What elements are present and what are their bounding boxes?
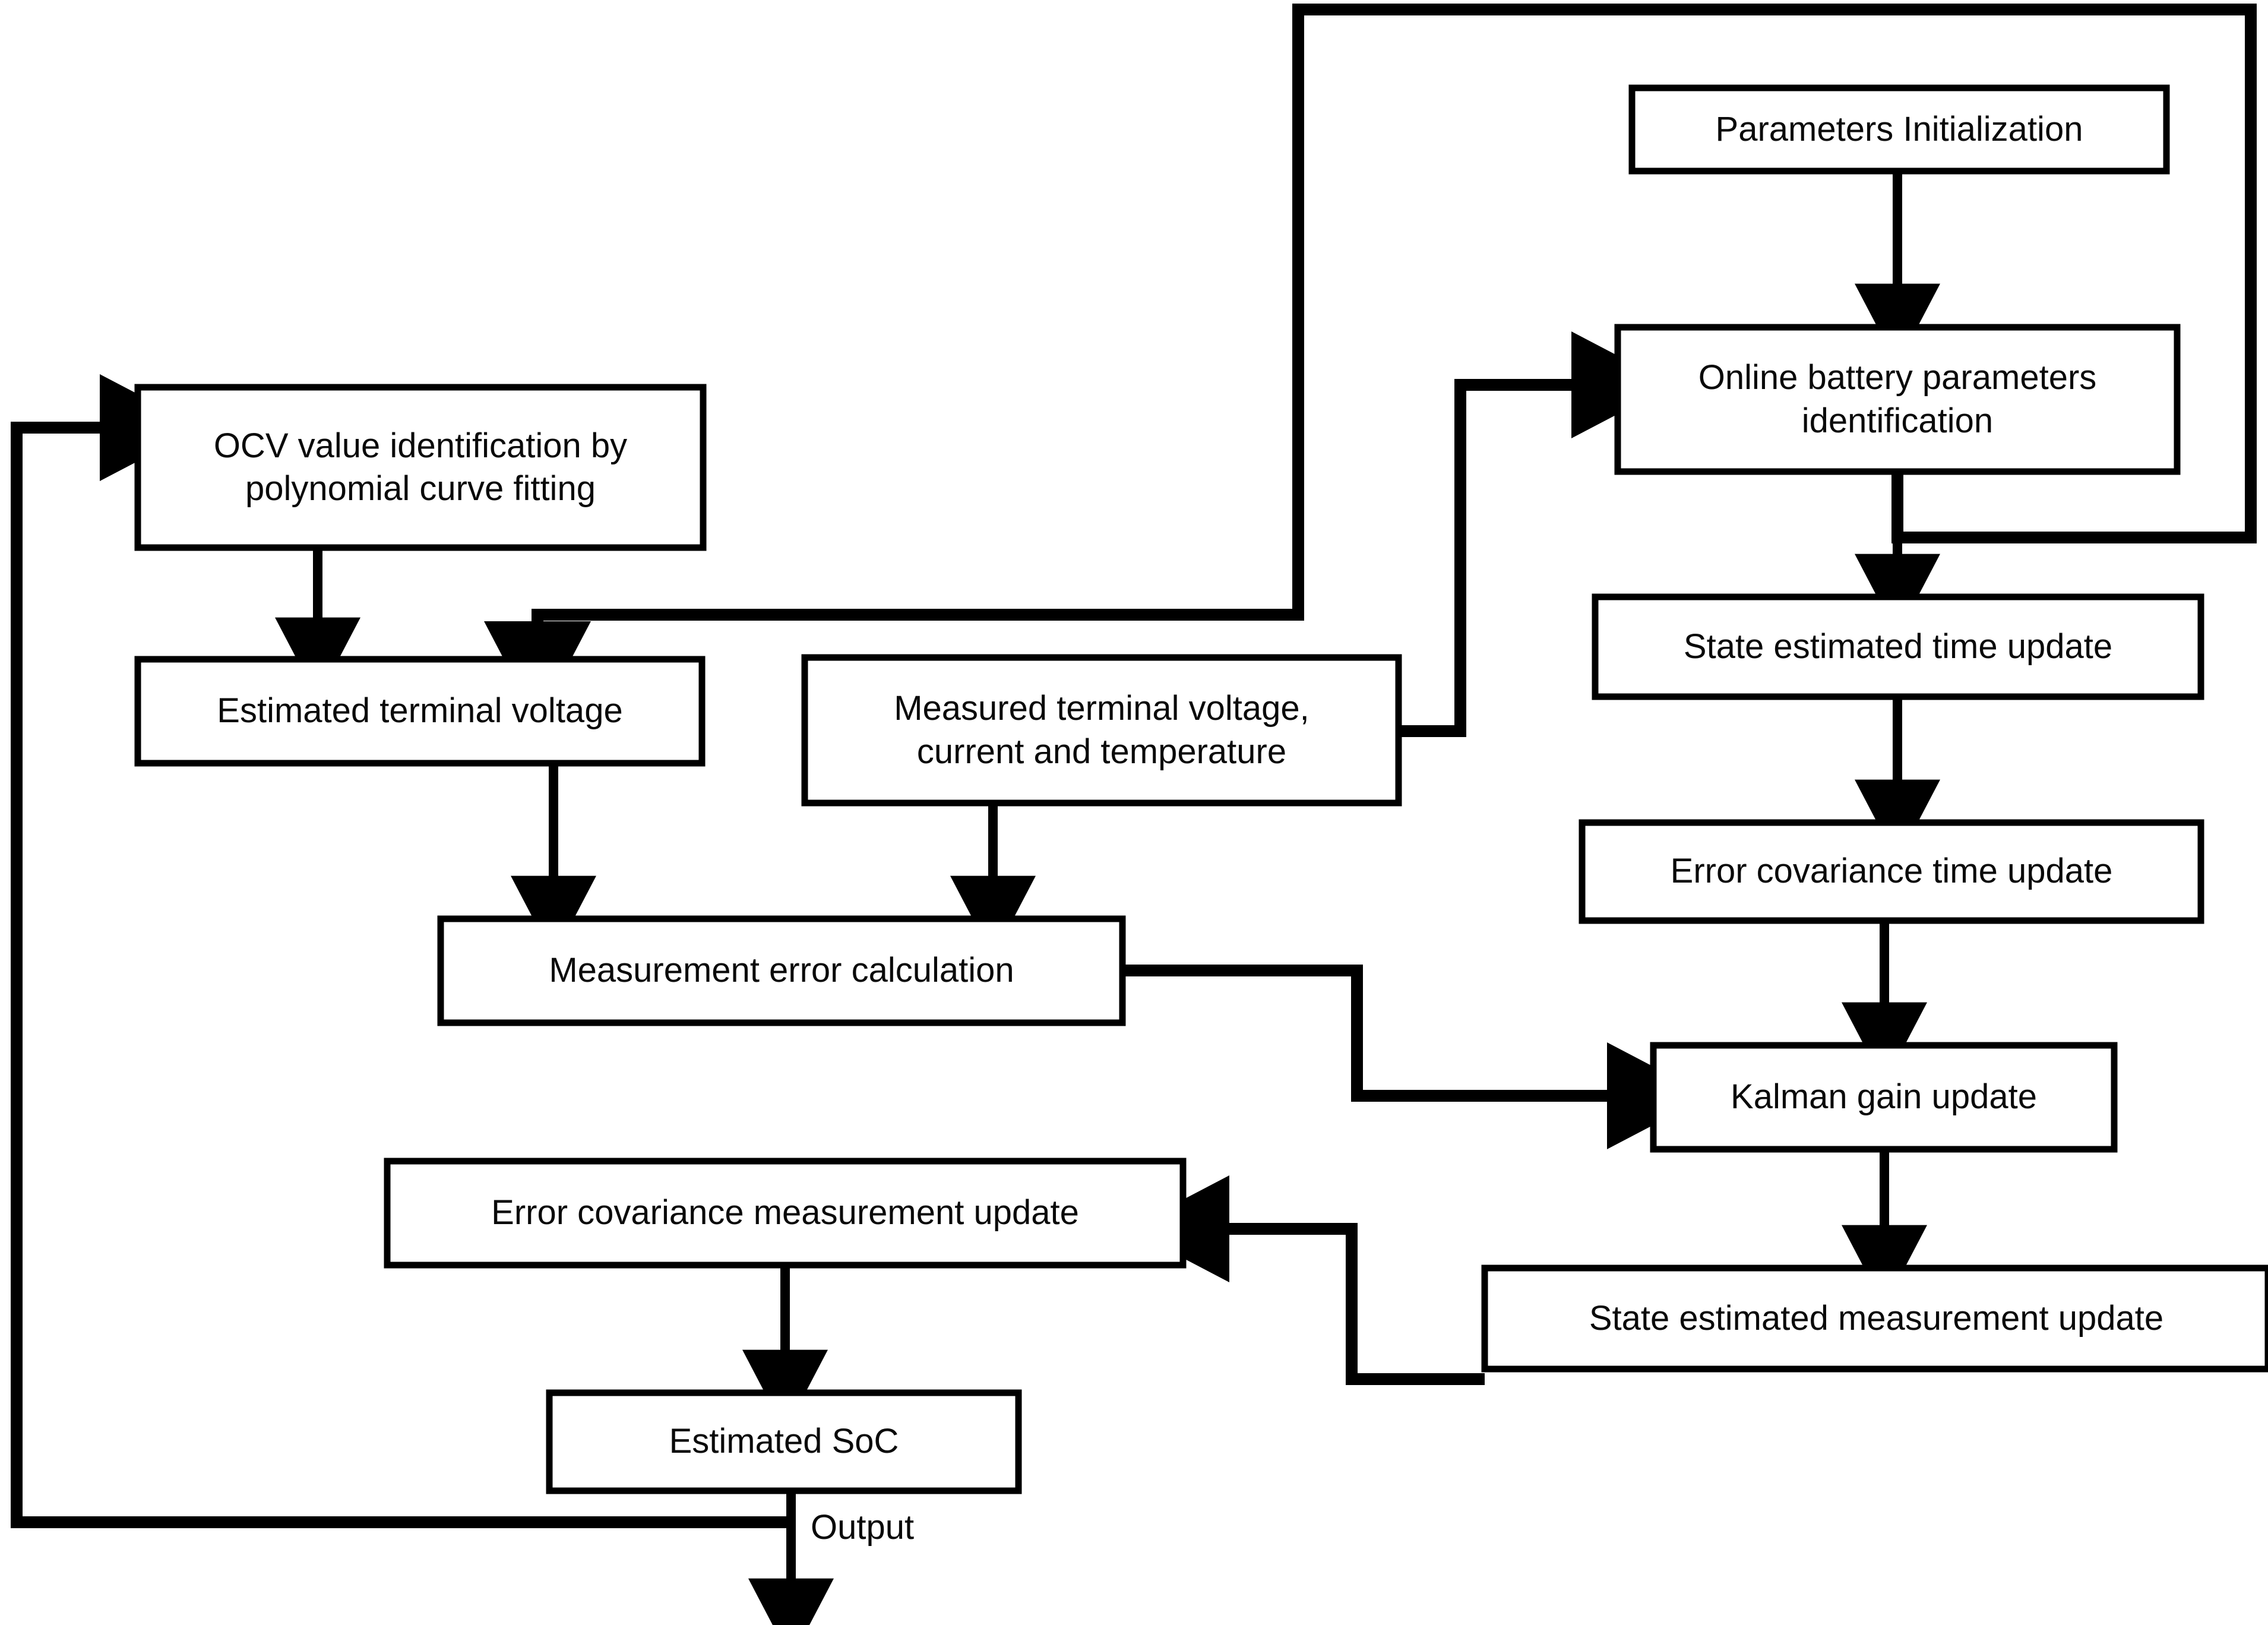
output-label: Output <box>811 1508 915 1547</box>
edge-soc-feedback-to-ocv <box>11 374 791 1528</box>
node-box-kalman-gain-update[interactable] <box>1650 1042 2118 1153</box>
node-box-error-covariance-time-update[interactable] <box>1579 819 2204 924</box>
node-box-measured-terminal-voltage[interactable] <box>801 654 1402 807</box>
node-box-ocv-value-identification[interactable] <box>134 384 707 551</box>
edge-online-feedback-to-estimated-voltage <box>484 4 2257 724</box>
edge-error-calc-to-kalman <box>1122 965 1710 1149</box>
edge-state-meas-to-error-cov-meas <box>1127 1175 1485 1385</box>
node-box-online-battery-parameters-identification[interactable] <box>1614 324 2181 475</box>
node-box-estimated-soc[interactable] <box>546 1389 1022 1494</box>
node-box-state-estimated-time-update[interactable] <box>1592 593 2204 700</box>
node-box-parameters-initialization[interactable] <box>1628 84 2170 175</box>
node-box-measurement-error-calculation[interactable] <box>437 915 1126 1026</box>
node-box-state-estimated-measurement-update[interactable] <box>1481 1264 2268 1373</box>
node-box-estimated-terminal-voltage[interactable] <box>134 656 706 767</box>
edge-measured-voltage-to-online <box>1399 331 1674 737</box>
node-box-error-covariance-measurement-update[interactable] <box>384 1158 1187 1269</box>
